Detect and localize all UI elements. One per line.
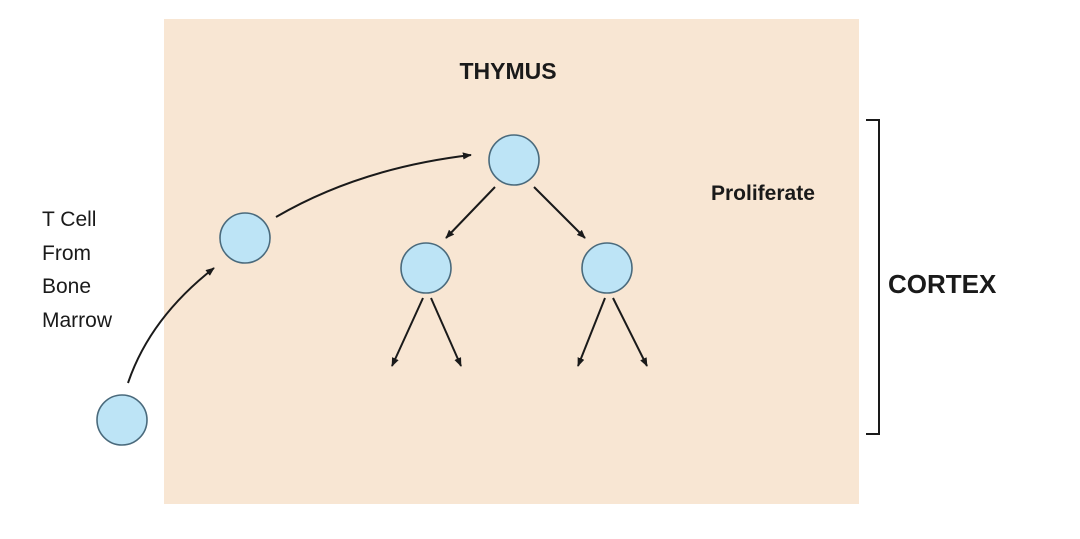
proliferate-label: Proliferate bbox=[711, 182, 815, 205]
cortex-bracket bbox=[866, 119, 880, 435]
t-cell-migrating bbox=[219, 212, 271, 264]
t-cell-source-label: T Cell From Bone Marrow bbox=[42, 203, 112, 337]
thymus-title: THYMUS bbox=[459, 58, 557, 84]
source-label-line: T Cell bbox=[42, 208, 97, 231]
cortex-label: CORTEX bbox=[888, 269, 997, 299]
division-arrow bbox=[533, 186, 586, 239]
thymus-region bbox=[164, 19, 859, 504]
division-arrow bbox=[391, 297, 424, 367]
division-arrow bbox=[577, 297, 606, 367]
division-arrow bbox=[445, 186, 496, 239]
t-cell-daughter-left bbox=[400, 242, 452, 294]
source-label-line: Bone bbox=[42, 275, 92, 298]
t-cell-parent bbox=[488, 134, 540, 186]
division-arrow bbox=[612, 297, 648, 367]
source-label-line: Marrow bbox=[42, 308, 113, 332]
t-cell-daughter-right bbox=[581, 242, 633, 294]
migration-arrow-entry bbox=[127, 267, 215, 384]
t-cell-from-marrow bbox=[96, 394, 148, 446]
source-label-line: From bbox=[42, 241, 91, 265]
division-arrow bbox=[430, 297, 462, 367]
migration-arrow-to-cortex bbox=[275, 152, 472, 218]
